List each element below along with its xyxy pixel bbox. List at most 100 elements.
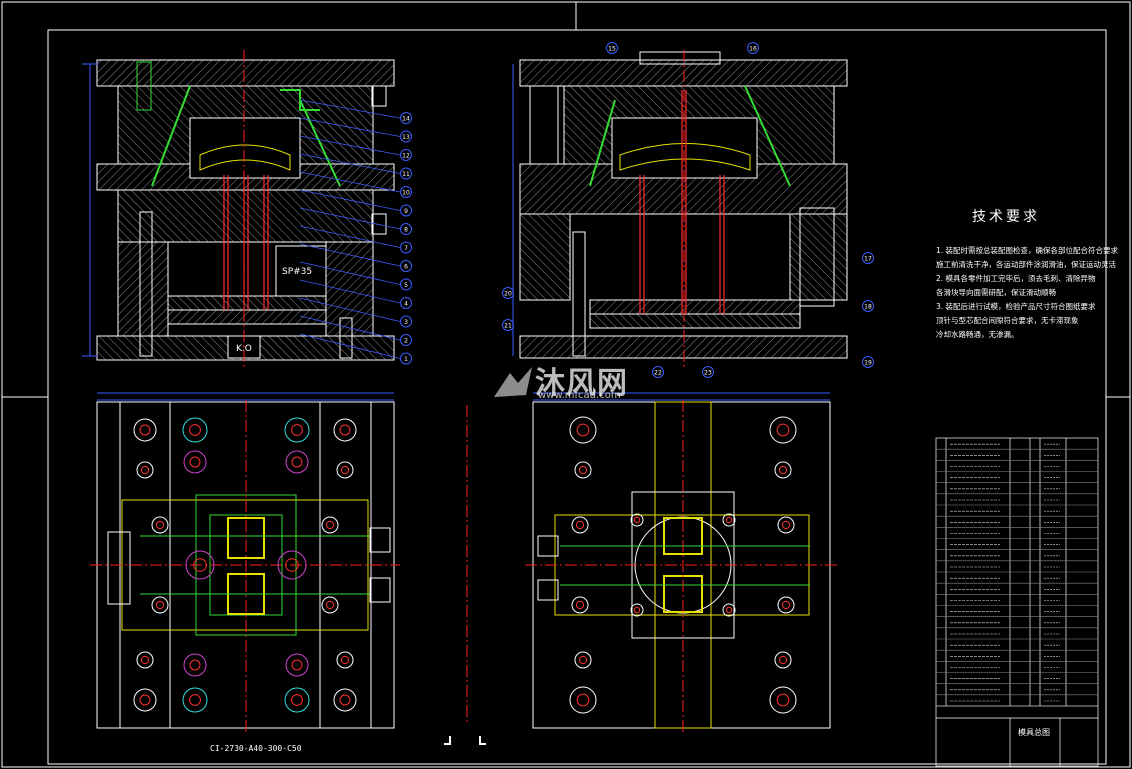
plate-hole — [769, 686, 797, 714]
plate-hole — [333, 688, 357, 712]
tech-note: 2. 模具各零件加工完毕后，须去毛刺、清除异物 — [936, 274, 1096, 283]
plate-hole — [183, 653, 207, 677]
plate-hole-inner — [139, 424, 151, 436]
plate-hole-inner — [781, 520, 791, 530]
plate-hole-inner — [575, 600, 585, 610]
plate-hole-inner — [633, 516, 641, 524]
insert-label: SP#35 — [282, 267, 312, 277]
callout-number: 2 — [404, 338, 408, 345]
plate-hole-inner — [155, 520, 165, 530]
callout-number: 20 — [504, 291, 512, 298]
plate-hole — [133, 688, 157, 712]
plate-hole-inner — [285, 558, 299, 572]
plate-hole-inner — [576, 693, 590, 707]
callout-balloon — [400, 334, 412, 346]
plate-hole-inner — [776, 423, 790, 437]
callout-number: 6 — [404, 264, 408, 271]
plate-hole — [183, 450, 207, 474]
callout-balloon — [400, 149, 412, 161]
plate-hole — [569, 416, 597, 444]
callout-number: 14 — [402, 116, 410, 123]
plate-hole-inner — [139, 694, 151, 706]
plate-hole — [630, 513, 644, 527]
plate-hole — [777, 516, 795, 534]
watermark-brand: 沐风网 — [535, 366, 628, 401]
plate-hole-inner — [325, 520, 335, 530]
plate-hole — [284, 417, 310, 443]
tech-note: 1. 装配时需按总装配图检查，确保各部位配合符合要求 — [936, 246, 1119, 255]
callout-number: 15 — [608, 46, 616, 53]
plate-hole-inner — [725, 606, 733, 614]
plate-hole-inner — [725, 516, 733, 524]
callout-number: 17 — [864, 256, 872, 263]
tech-note: 3. 装配后进行试模，检验产品尺寸符合图纸要求 — [936, 302, 1096, 311]
plate-hole — [136, 461, 154, 479]
callout-number: 21 — [504, 323, 512, 330]
plate-hole-inner — [575, 520, 585, 530]
plate-hole-inner — [781, 600, 791, 610]
plate-hole — [571, 516, 589, 534]
tech-title: 技术要求 — [972, 209, 1040, 225]
tech-note: 顶针与型芯配合间隙符合要求，无卡滞现象 — [936, 316, 1079, 325]
plate-hole-inner — [291, 424, 303, 436]
callout-number: 12 — [402, 153, 410, 160]
plate-hole — [722, 603, 736, 617]
callout-balloon — [400, 260, 412, 272]
plate-hole — [571, 596, 589, 614]
plate-hole-inner — [578, 465, 588, 475]
plate-hole — [630, 603, 644, 617]
plate-hole — [277, 550, 307, 580]
plan-view-moving-half — [90, 392, 400, 735]
plate-hole — [321, 516, 339, 534]
title-block-name: 模具总图 — [1018, 728, 1050, 737]
plate-hole — [133, 418, 157, 442]
callout-number: 22 — [654, 370, 662, 377]
plate-hole-inner — [578, 655, 588, 665]
tech-note: 冷却水路畅通，无渗漏。 — [936, 330, 1019, 339]
callout-balloon — [862, 252, 874, 264]
plate-hole — [777, 596, 795, 614]
plate-hole — [151, 596, 169, 614]
plate-hole — [574, 461, 592, 479]
callout-balloon — [400, 186, 412, 198]
plate-hole-inner — [189, 694, 201, 706]
plate-hole-inner — [291, 659, 303, 671]
plate-hole-inner — [155, 600, 165, 610]
callout-number: 13 — [402, 134, 410, 141]
section-view-left: SP#35 K.O — [82, 50, 395, 370]
watermark-url: www.mfcad.com — [538, 390, 621, 401]
callout-balloon — [652, 366, 664, 378]
plate-hole-inner — [340, 655, 350, 665]
part-code: CI-2730-A40-300-C50 — [210, 744, 302, 753]
callout-number: 7 — [404, 245, 408, 252]
callout-balloon — [862, 300, 874, 312]
plate-hole — [569, 686, 597, 714]
callout-balloon — [400, 278, 412, 291]
callout-number: 10 — [402, 190, 410, 197]
plate-hole — [182, 417, 208, 443]
callout-balloon — [400, 241, 412, 254]
plate-hole — [336, 461, 354, 479]
tech-note: 施工前清洗干净，各运动部件涂润滑油，保证运动灵活 — [936, 260, 1116, 269]
technical-requirements: 技术要求 1. 装配时需按总装配图检查，确保各部位配合符合要求 施工前清洗干净，… — [936, 206, 1119, 342]
callout-number: 16 — [749, 46, 757, 53]
plate-hole-inner — [576, 423, 590, 437]
plate-hole — [321, 596, 339, 614]
tech-note: 各滑块导向面需研配，保证滑动顺畅 — [936, 288, 1056, 297]
plate-hole — [182, 687, 208, 713]
callout-balloon — [502, 287, 514, 299]
plate-hole-inner — [776, 693, 790, 707]
callout-balloon — [400, 130, 412, 143]
callout-number: 5 — [404, 282, 408, 289]
plate-hole-inner — [778, 655, 788, 665]
plate-hole-inner — [189, 456, 201, 468]
bom-rows — [936, 443, 1098, 707]
plate-hole — [285, 450, 309, 474]
plan-view-fixed-half — [466, 392, 840, 735]
plate-hole-inner — [291, 456, 303, 468]
callout-balloon — [702, 366, 714, 378]
plate-hole — [333, 418, 357, 442]
